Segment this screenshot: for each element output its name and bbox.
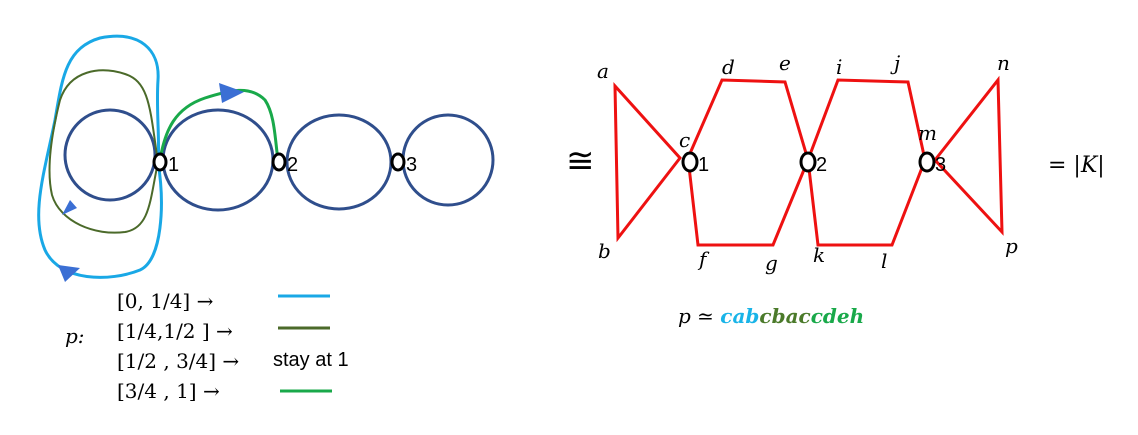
letter-g: g [765, 251, 778, 275]
vertex-label-right-3: 3 [935, 154, 946, 176]
legend-interval-4: [3/4 , 1] → [117, 379, 220, 403]
equals-K-label: = |K| [1048, 153, 1105, 178]
vertex-label-1: 1 [168, 154, 179, 176]
legend-p-label: p: [65, 324, 85, 348]
arrowhead-blue-path [58, 265, 80, 282]
circle-loop-b [161, 108, 275, 212]
letter-a: a [597, 59, 609, 83]
legend-interval-2: [1/4,1/2 ] → [117, 319, 233, 343]
vertex-marker-right-2 [799, 151, 817, 173]
path-word-seg-3: c [799, 304, 811, 328]
triangle-abc [613, 82, 682, 243]
legend: p: [0, 1/4] → [1/4,1/2 ] → [1/2 , 3/4] →… [65, 289, 349, 403]
vertex-marker-right-3 [918, 151, 936, 173]
path-word-seg-2: cba [759, 304, 798, 328]
vertex-label-right-2: 2 [816, 154, 827, 176]
letter-d: d [722, 55, 735, 79]
triangle-mnp [933, 75, 1004, 236]
letter-k: k [813, 243, 825, 267]
vertex-label-2: 2 [287, 154, 298, 176]
left-figure: 1 2 3 [37, 34, 495, 282]
letter-i: i [836, 55, 842, 79]
letter-j: j [890, 51, 900, 75]
letter-m: m [918, 121, 937, 145]
right-figure: 1 2 3 a b c d e f g i j k l m n p = |K| [597, 51, 1105, 275]
letter-e: e [779, 51, 791, 75]
letter-p: p [1005, 234, 1018, 258]
vertex-label-right-1: 1 [698, 154, 709, 176]
legend-action-stay: stay at 1 [273, 349, 349, 371]
letter-n: n [997, 51, 1010, 75]
vertex-marker-2 [271, 152, 287, 172]
vertex-marker-3 [390, 152, 406, 172]
letter-f: f [697, 247, 710, 271]
arrowhead-green-path [219, 83, 244, 103]
circle-loop-a [63, 108, 157, 202]
legend-interval-3: [1/2 , 3/4] → [117, 349, 239, 373]
path-segment-dark-green [48, 69, 159, 234]
vertex-marker-right-1 [681, 151, 699, 173]
letter-b: b [598, 239, 611, 263]
circle-loop-c [285, 113, 393, 211]
legend-interval-1: [0, 1/4] → [117, 289, 214, 313]
path-segment-blue [37, 34, 163, 279]
vertex-label-3: 3 [406, 154, 417, 176]
path-word-prefix: p ≃ [678, 304, 720, 328]
congruence-symbol: ≅ [566, 141, 595, 181]
letter-c: c [679, 128, 690, 152]
path-word-seg-4: cdeh [811, 304, 864, 328]
vertex-marker-1 [152, 152, 168, 172]
path-word-seg-1: cab [720, 304, 759, 328]
arrowhead-dark-green-path [62, 200, 77, 215]
path-word: p ≃ cabcbaccdeh [678, 304, 864, 328]
letter-l: l [881, 249, 887, 273]
